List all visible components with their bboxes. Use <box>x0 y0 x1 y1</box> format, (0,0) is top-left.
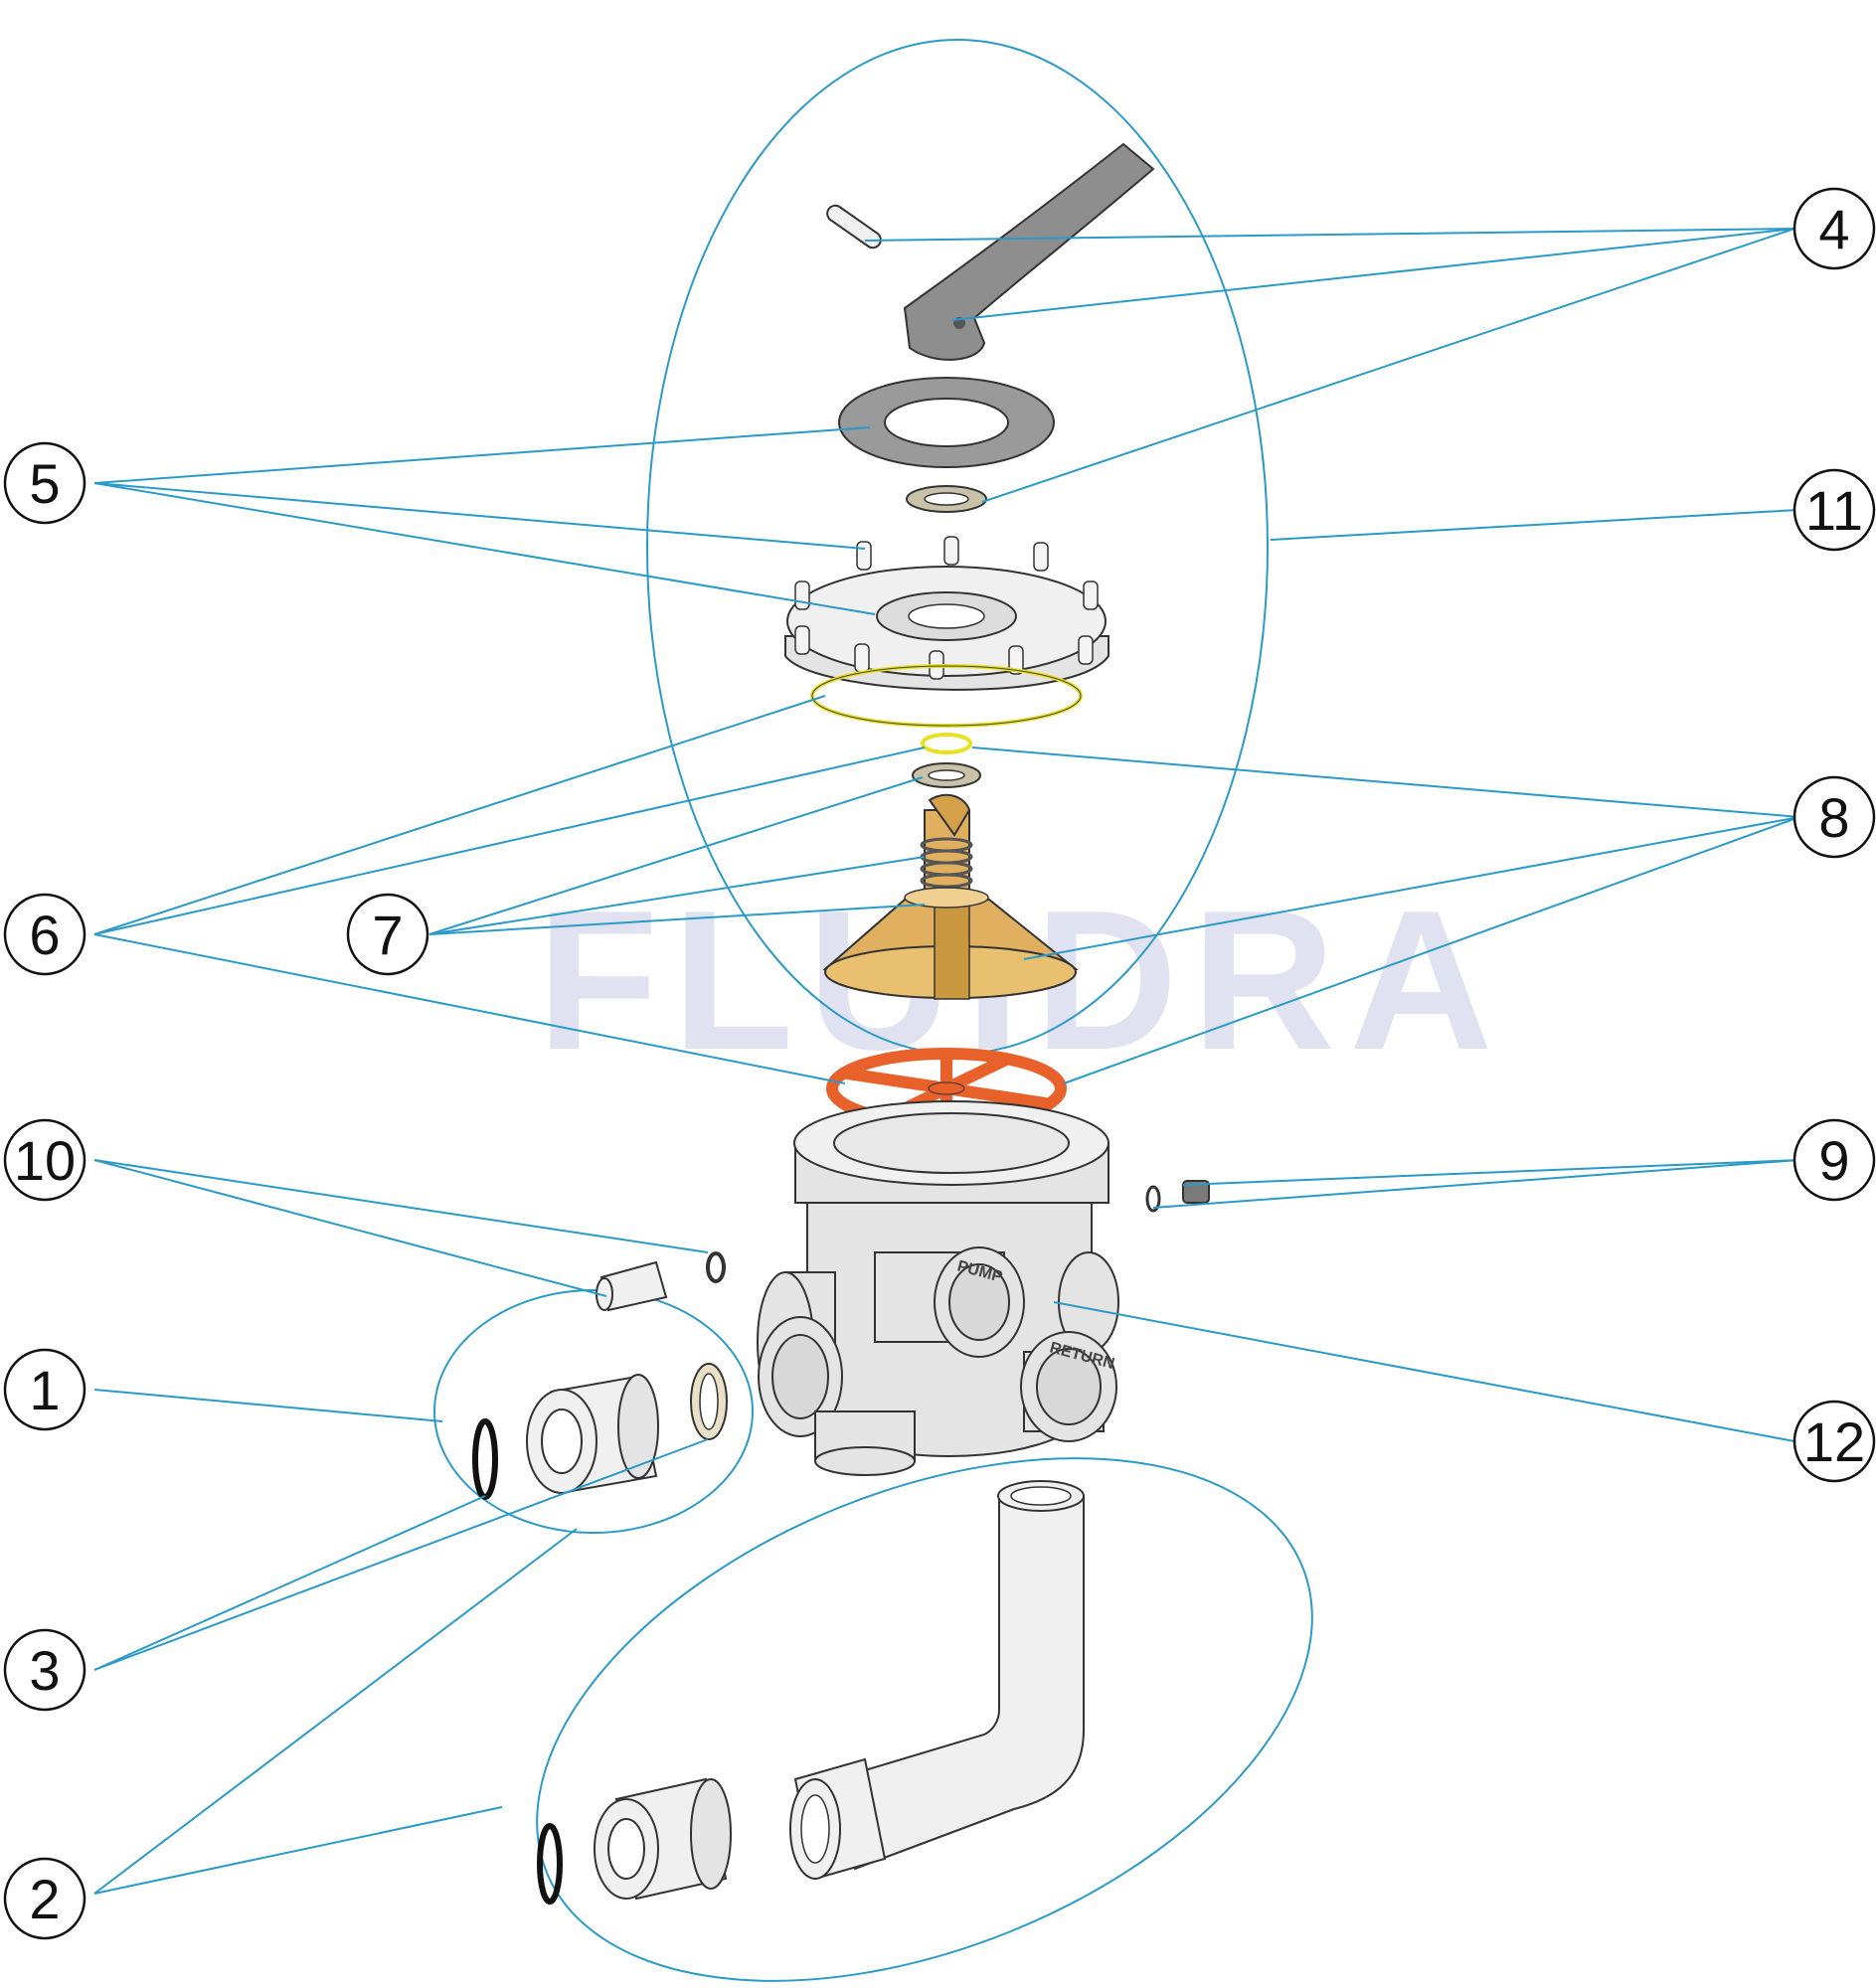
svg-text:9: 9 <box>1818 1129 1849 1192</box>
svg-text:12: 12 <box>1803 1410 1865 1473</box>
pipe-kit-part <box>537 1480 1085 1905</box>
valve-body-part: PUMP RETURN <box>757 1100 1119 1476</box>
diffuser-rotor-part <box>822 793 1079 1000</box>
group-ellipse-union-kit <box>433 1289 754 1534</box>
svg-text:5: 5 <box>29 452 60 515</box>
shaft-washer-part <box>912 762 981 788</box>
callout-10: 10 <box>3 1118 86 1202</box>
svg-text:6: 6 <box>29 904 60 966</box>
union-kit-part <box>472 1363 728 1500</box>
svg-text:8: 8 <box>1818 786 1849 849</box>
svg-text:10: 10 <box>14 1129 76 1192</box>
washer-part <box>906 485 987 513</box>
callout-9: 9 <box>1792 1118 1876 1202</box>
group-ellipse-pipe-kit <box>536 1457 1313 1982</box>
callout-5: 5 <box>3 441 86 525</box>
svg-text:2: 2 <box>29 1868 60 1930</box>
test-connector-part <box>596 1251 726 1312</box>
svg-text:3: 3 <box>29 1639 60 1702</box>
callout-1: 1 <box>3 1348 86 1431</box>
callout-6: 6 <box>3 893 86 976</box>
handle-part <box>826 142 1155 361</box>
shaft-o-ring-part <box>921 733 972 754</box>
svg-text:1: 1 <box>29 1359 60 1421</box>
callout-3: 3 <box>3 1628 86 1712</box>
svg-text:7: 7 <box>372 904 403 966</box>
callout-8: 8 <box>1792 775 1876 859</box>
callout-4: 4 <box>1792 187 1876 270</box>
callout-2: 2 <box>3 1857 86 1940</box>
valve-cover-part <box>784 536 1109 691</box>
drain-plug-part <box>1145 1180 1210 1213</box>
callout-12: 12 <box>1792 1400 1876 1483</box>
leader-lines <box>93 228 1800 1895</box>
callout-11: 11 <box>1792 468 1876 552</box>
cover-gasket-part <box>838 377 1055 468</box>
callout-7: 7 <box>346 893 429 976</box>
svg-text:4: 4 <box>1818 198 1849 260</box>
svg-text:11: 11 <box>1805 479 1863 542</box>
